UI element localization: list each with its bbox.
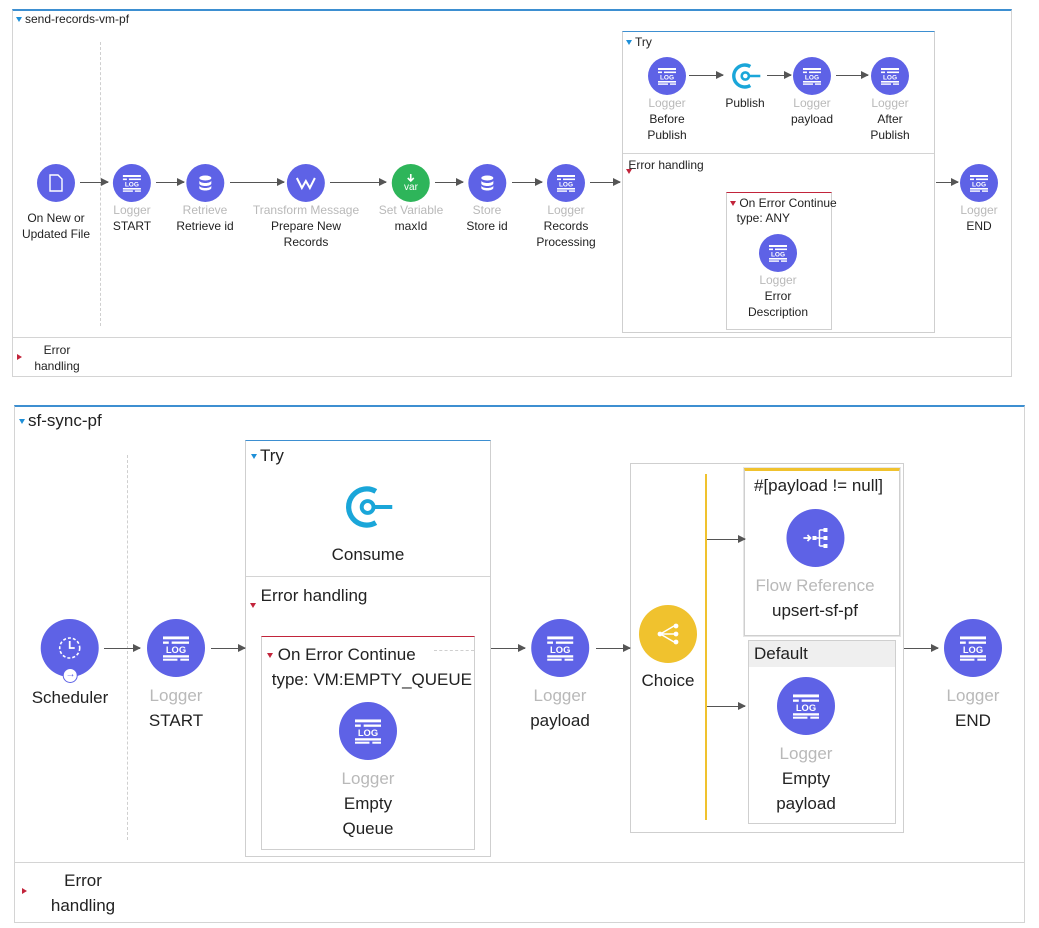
connector bbox=[936, 178, 959, 186]
node-transform-message[interactable]: Transform Message Prepare New Records bbox=[253, 164, 359, 250]
svg-text:LOG: LOG bbox=[796, 703, 816, 713]
collapse-triangle-icon[interactable] bbox=[16, 17, 22, 23]
node-publish[interactable]: Publish bbox=[725, 57, 765, 111]
svg-text:LOG: LOG bbox=[963, 645, 983, 655]
node-logger-records[interactable]: LOG Logger Records Processing bbox=[531, 164, 601, 250]
var-icon: var bbox=[391, 164, 430, 202]
svg-text:LOG: LOG bbox=[125, 182, 139, 189]
connector bbox=[512, 178, 543, 186]
node-logger-end[interactable]: LOG Logger END bbox=[960, 164, 998, 234]
node-consume[interactable]: Consume bbox=[332, 478, 404, 567]
log-icon: LOG bbox=[531, 619, 589, 677]
log-icon: LOG bbox=[339, 702, 397, 760]
try-error-handling[interactable]: Error handling bbox=[626, 157, 706, 174]
flow-title[interactable]: send-records-vm-pf bbox=[16, 12, 129, 26]
when-expression[interactable]: #[payload != null] bbox=[754, 476, 884, 495]
log-icon: LOG bbox=[960, 164, 998, 202]
connector bbox=[836, 71, 869, 79]
flow-error-handling[interactable]: Error handling bbox=[17, 342, 87, 374]
node-choice[interactable]: Choice bbox=[639, 605, 697, 693]
on-error-continue-label[interactable]: On Error Continue type: ANY bbox=[730, 196, 837, 226]
vm-queue-icon bbox=[338, 478, 397, 536]
default-header[interactable] bbox=[749, 641, 895, 667]
svg-text:LOG: LOG bbox=[166, 645, 186, 655]
connector bbox=[211, 644, 246, 652]
connector bbox=[156, 178, 185, 186]
connector bbox=[596, 644, 631, 652]
database-icon bbox=[467, 164, 506, 202]
node-set-variable[interactable]: var Set Variable maxId bbox=[379, 164, 443, 234]
try-label[interactable]: Try bbox=[626, 35, 652, 49]
connector bbox=[230, 178, 285, 186]
connector bbox=[330, 178, 387, 186]
source-divider bbox=[127, 455, 128, 840]
log-icon: LOG bbox=[648, 57, 686, 95]
clock-icon: → bbox=[41, 619, 99, 683]
default-branch[interactable] bbox=[748, 640, 896, 824]
connector bbox=[435, 178, 464, 186]
flow-title[interactable]: sf-sync-pf bbox=[19, 411, 102, 431]
connector bbox=[590, 178, 621, 186]
log-icon: LOG bbox=[777, 677, 835, 735]
default-label[interactable]: Default bbox=[754, 644, 808, 663]
svg-text:LOG: LOG bbox=[805, 75, 819, 82]
svg-text:LOG: LOG bbox=[660, 75, 674, 82]
node-logger-end[interactable]: LOG Logger END bbox=[944, 619, 1002, 733]
svg-text:LOG: LOG bbox=[550, 645, 570, 655]
svg-text:LOG: LOG bbox=[972, 182, 986, 189]
log-icon: LOG bbox=[871, 57, 909, 95]
node-flow-reference[interactable]: Flow Reference upsert-sf-pf bbox=[755, 509, 875, 623]
connector bbox=[80, 178, 109, 186]
try-label[interactable]: Try bbox=[251, 446, 284, 466]
log-icon: LOG bbox=[792, 57, 831, 95]
node-logger-payload[interactable]: LOG Logger payload bbox=[530, 619, 590, 733]
connector bbox=[104, 644, 141, 652]
node-retrieve[interactable]: Retrieve Retrieve id bbox=[176, 164, 234, 234]
node-store[interactable]: Store Store id bbox=[466, 164, 508, 234]
try-divider bbox=[246, 576, 490, 577]
connector bbox=[707, 702, 746, 710]
choice-bus bbox=[705, 474, 707, 820]
svg-text:LOG: LOG bbox=[358, 728, 378, 738]
svg-text:LOG: LOG bbox=[559, 182, 573, 189]
node-logger-error-description[interactable]: LOG Logger Error Description bbox=[743, 234, 813, 320]
choice-branch-icon bbox=[639, 605, 697, 663]
collapse-triangle-icon[interactable] bbox=[19, 419, 25, 425]
try-divider bbox=[623, 153, 934, 154]
flow-reference-icon bbox=[786, 509, 844, 567]
node-scheduler[interactable]: → Scheduler bbox=[32, 619, 108, 710]
node-logger-empty-queue[interactable]: LOG Logger Empty Queue bbox=[338, 702, 398, 841]
flow-error-handling[interactable]: Error handling bbox=[22, 868, 128, 918]
log-icon: LOG bbox=[759, 234, 797, 272]
on-error-continue-label[interactable]: On Error Continue type: VM:EMPTY_QUEUE bbox=[267, 642, 473, 692]
node-on-new-file[interactable]: On New or Updated File bbox=[21, 164, 91, 242]
node-logger-after-publish[interactable]: LOG Logger After Publish bbox=[865, 57, 915, 143]
database-icon bbox=[185, 164, 224, 202]
connector bbox=[707, 535, 746, 543]
log-icon: LOG bbox=[147, 619, 205, 677]
connector bbox=[491, 644, 526, 652]
log-icon: LOG bbox=[112, 164, 151, 202]
connector bbox=[767, 71, 792, 79]
connector bbox=[689, 71, 724, 79]
node-logger-start[interactable]: LOG Logger START bbox=[147, 619, 205, 733]
svg-text:LOG: LOG bbox=[771, 252, 785, 259]
log-icon: LOG bbox=[944, 619, 1002, 677]
divider bbox=[13, 337, 1011, 338]
node-logger-payload[interactable]: LOG Logger payload bbox=[791, 57, 833, 127]
log-icon: LOG bbox=[547, 164, 585, 202]
divider bbox=[15, 862, 1024, 863]
file-icon bbox=[37, 164, 75, 202]
transform-icon bbox=[286, 164, 325, 202]
node-logger-empty-payload[interactable]: LOG Logger Empty payload bbox=[771, 677, 841, 816]
node-logger-start[interactable]: LOG Logger START bbox=[113, 164, 151, 234]
source-divider bbox=[100, 42, 101, 326]
source-badge-icon: → bbox=[63, 668, 78, 683]
vm-queue-icon bbox=[725, 57, 764, 95]
try-error-handling[interactable]: Error handling bbox=[250, 583, 378, 608]
on-error-continue[interactable] bbox=[726, 192, 832, 330]
connector bbox=[904, 644, 939, 652]
svg-text:LOG: LOG bbox=[883, 75, 897, 82]
node-logger-before-publish[interactable]: LOG Logger Before Publish bbox=[642, 57, 692, 143]
